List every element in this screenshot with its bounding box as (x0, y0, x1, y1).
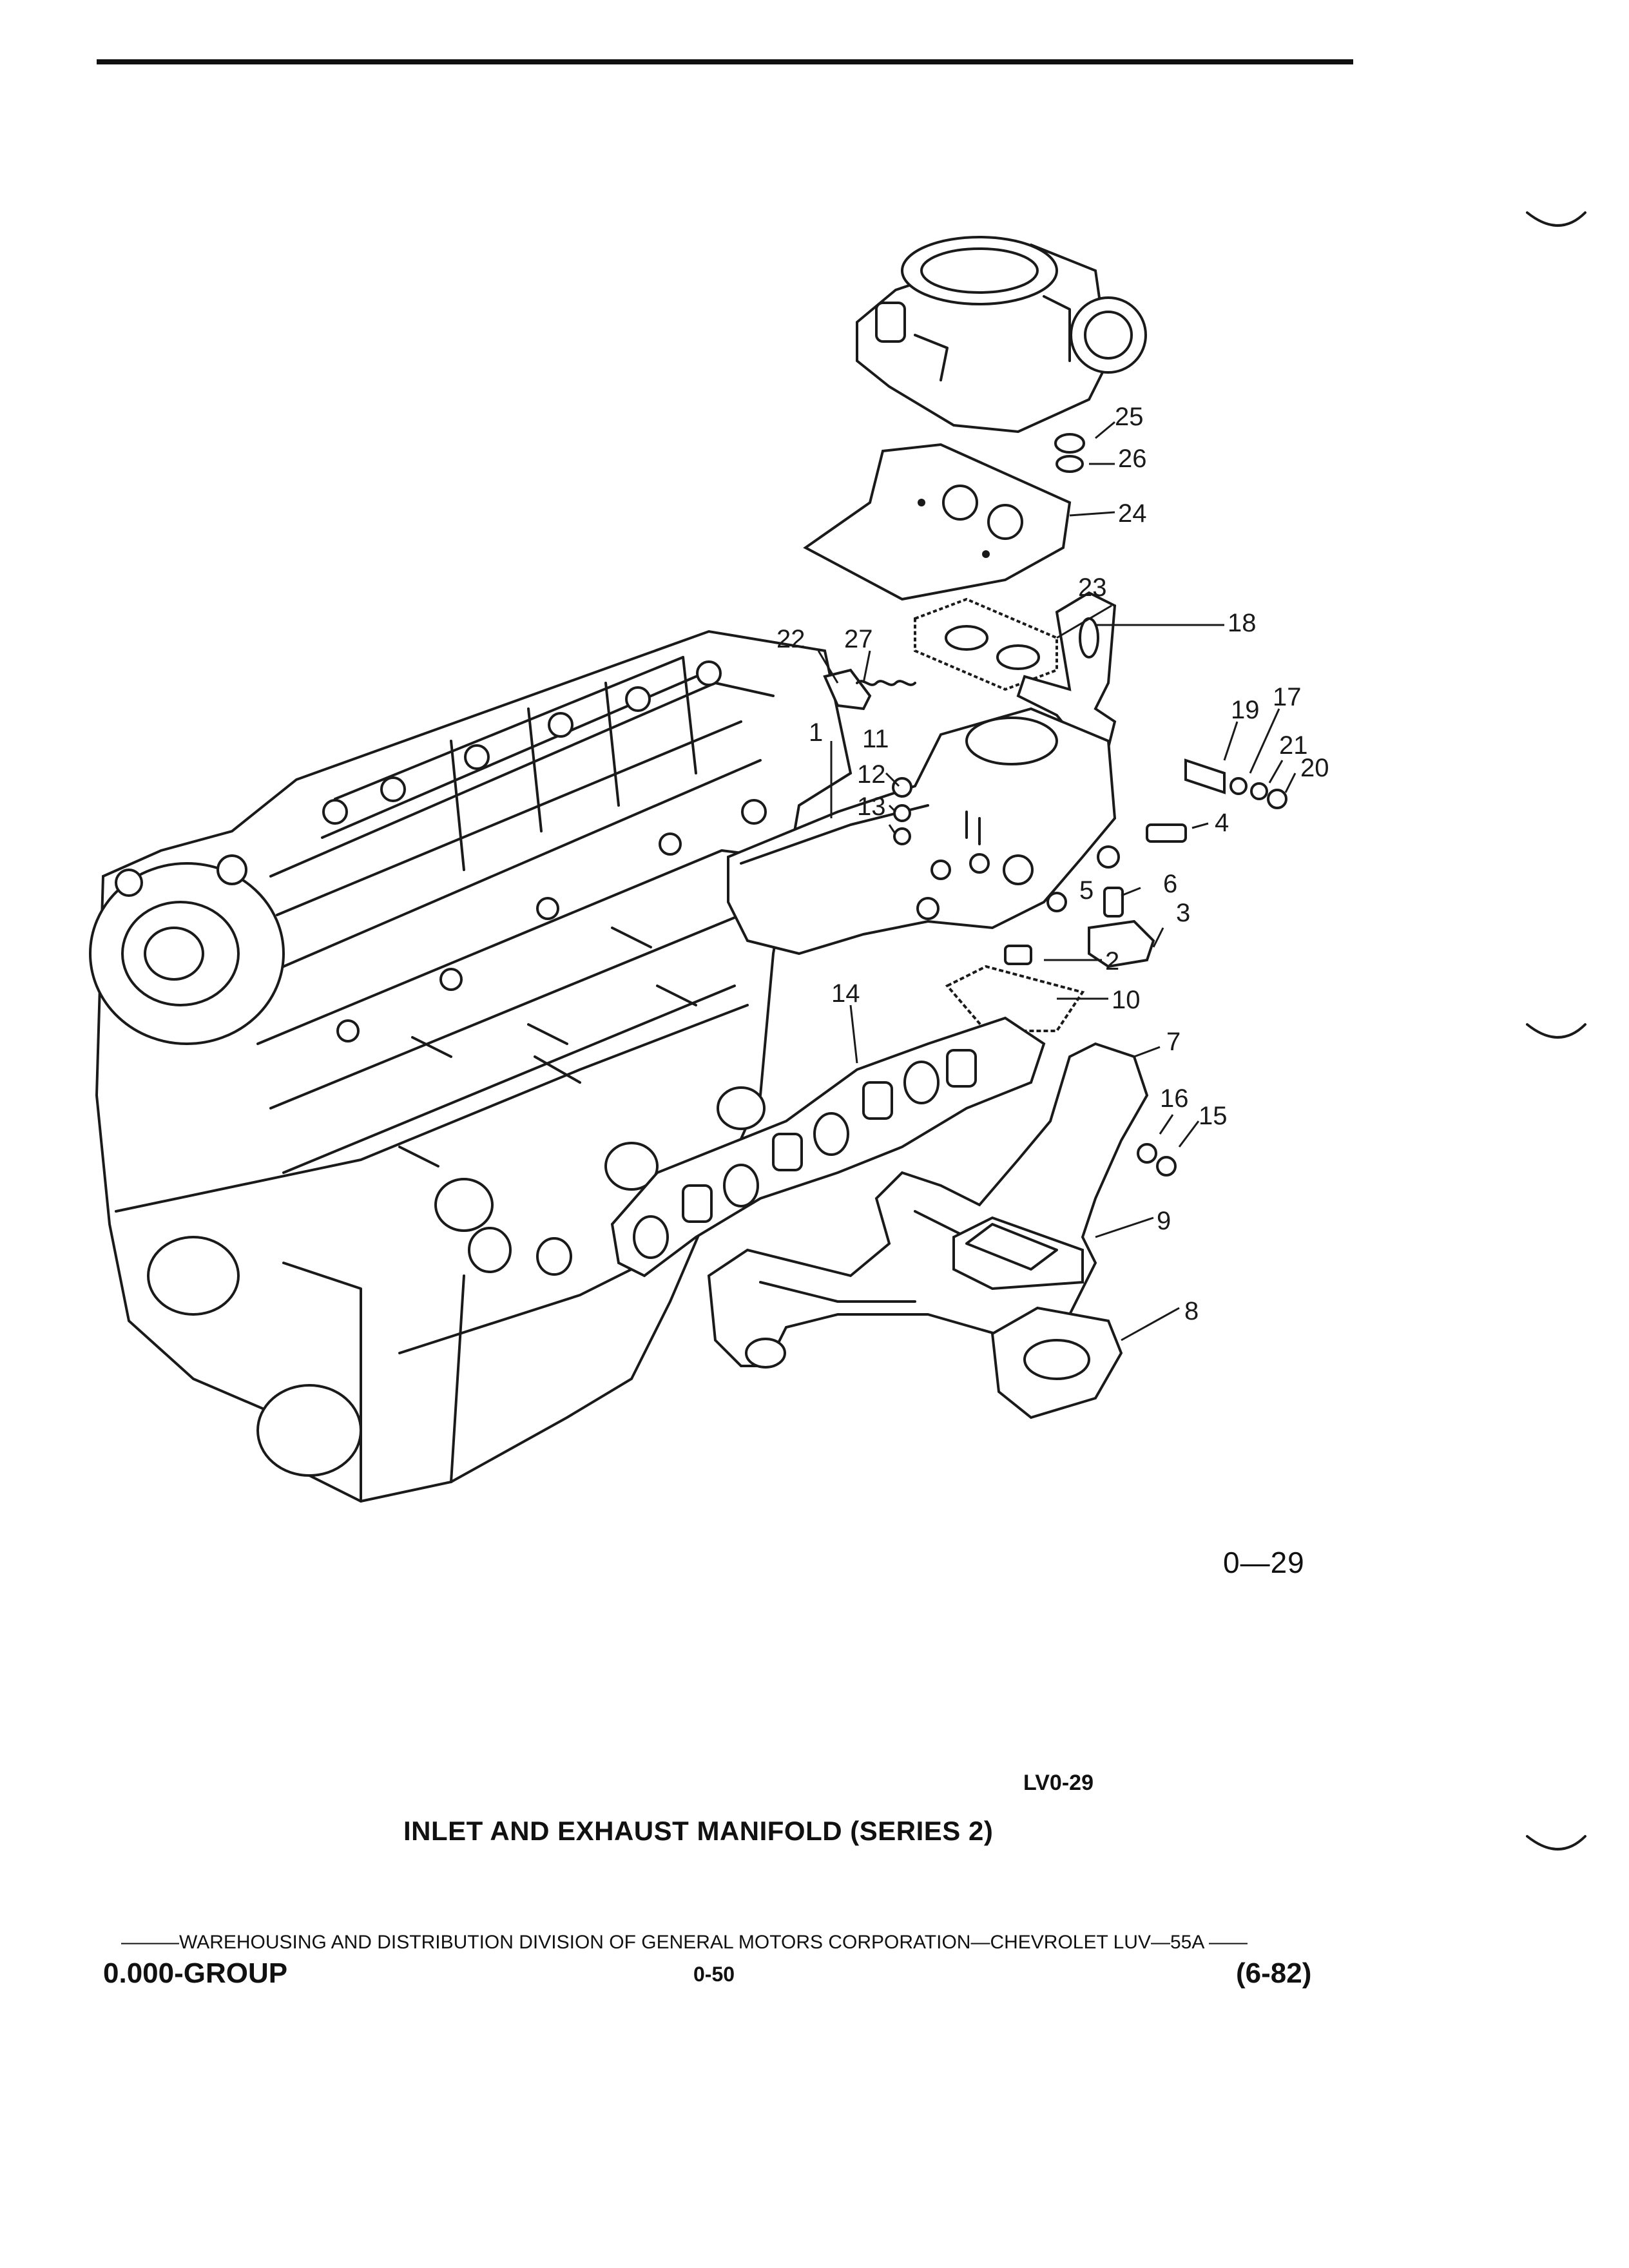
callout-13: 13 (857, 793, 886, 821)
pin-19-drawing (1184, 758, 1226, 794)
callout-15: 15 (1199, 1102, 1228, 1130)
callout-18: 18 (1228, 609, 1257, 637)
nut-12-drawing (892, 777, 912, 798)
washer-21-drawing (1250, 782, 1268, 800)
figure-reference: 0—29 (1223, 1546, 1305, 1579)
gasket-10-drawing (945, 965, 1085, 1032)
callout-labels: 1 2 3 4 5 6 7 8 9 10 11 12 13 14 15 16 1… (776, 403, 1329, 1325)
washer-13-drawing (893, 804, 911, 822)
callout-16: 16 (1160, 1084, 1189, 1113)
binding-mark-3 (1526, 1835, 1586, 1850)
fitting-3-drawing (1088, 919, 1155, 968)
callout-9: 9 (1157, 1207, 1171, 1235)
callout-1: 1 (809, 718, 823, 747)
callout-11: 11 (862, 725, 889, 753)
callout-25: 25 (1115, 403, 1144, 431)
binding-mark-1 (1526, 211, 1586, 227)
callout-27: 27 (844, 625, 873, 653)
binding-mark-2 (1526, 1023, 1586, 1039)
callout-3: 3 (1176, 899, 1190, 927)
leader-lines (817, 421, 1296, 1341)
callout-26: 26 (1118, 445, 1147, 473)
fitting-4-drawing (1146, 823, 1187, 843)
callout-22: 22 (776, 625, 805, 653)
washer-17-drawing (1229, 777, 1248, 795)
callout-6: 6 (1163, 870, 1177, 898)
callout-24: 24 (1118, 499, 1147, 528)
footer-page-number: 0-50 (693, 1963, 735, 1986)
figure-code: LV0-29 (1023, 1771, 1094, 1795)
carburetor-drawing (856, 236, 1147, 434)
callout-10: 10 (1112, 986, 1141, 1014)
engine-block-drawing (89, 629, 853, 1503)
callout-4: 4 (1215, 809, 1229, 837)
fitting-6-drawing (1103, 887, 1124, 918)
gasket-14-drawing (610, 1016, 1046, 1278)
callout-23: 23 (1078, 573, 1107, 602)
callout-7: 7 (1166, 1028, 1181, 1056)
callout-8: 8 (1184, 1297, 1199, 1325)
spacer-23-drawing (914, 597, 1058, 691)
nut-20-drawing (1267, 789, 1287, 809)
figure-caption: INLET AND EXHAUST MANIFOLD (SERIES 2) (403, 1816, 994, 1846)
footer-publisher-line: ———WAREHOUSING AND DISTRIBUTION DIVISION… (121, 1932, 1248, 1953)
callout-17: 17 (1273, 683, 1302, 711)
callout-5: 5 (1079, 876, 1094, 905)
nut-25-drawing (1054, 433, 1085, 454)
gasket-24-drawing (803, 443, 1072, 601)
exhaust-manifold-drawing (707, 1042, 1177, 1419)
callout-14: 14 (831, 979, 860, 1008)
footer-group: 0.000-GROUP (103, 1957, 288, 1989)
intake-manifold-drawing (727, 707, 1120, 956)
top-rule (97, 59, 1353, 64)
washer-26-drawing (1055, 455, 1084, 473)
callout-12: 12 (857, 760, 886, 789)
callout-21: 21 (1279, 731, 1308, 760)
fitting-2-drawing (1004, 945, 1032, 965)
bracket-22-spring-27-drawing (823, 668, 916, 711)
callout-2: 2 (1105, 947, 1119, 975)
washer-13b-drawing (893, 827, 911, 845)
footer-date: (6-82) (1236, 1957, 1312, 1989)
callout-19: 19 (1231, 696, 1260, 724)
callout-20: 20 (1300, 754, 1329, 782)
